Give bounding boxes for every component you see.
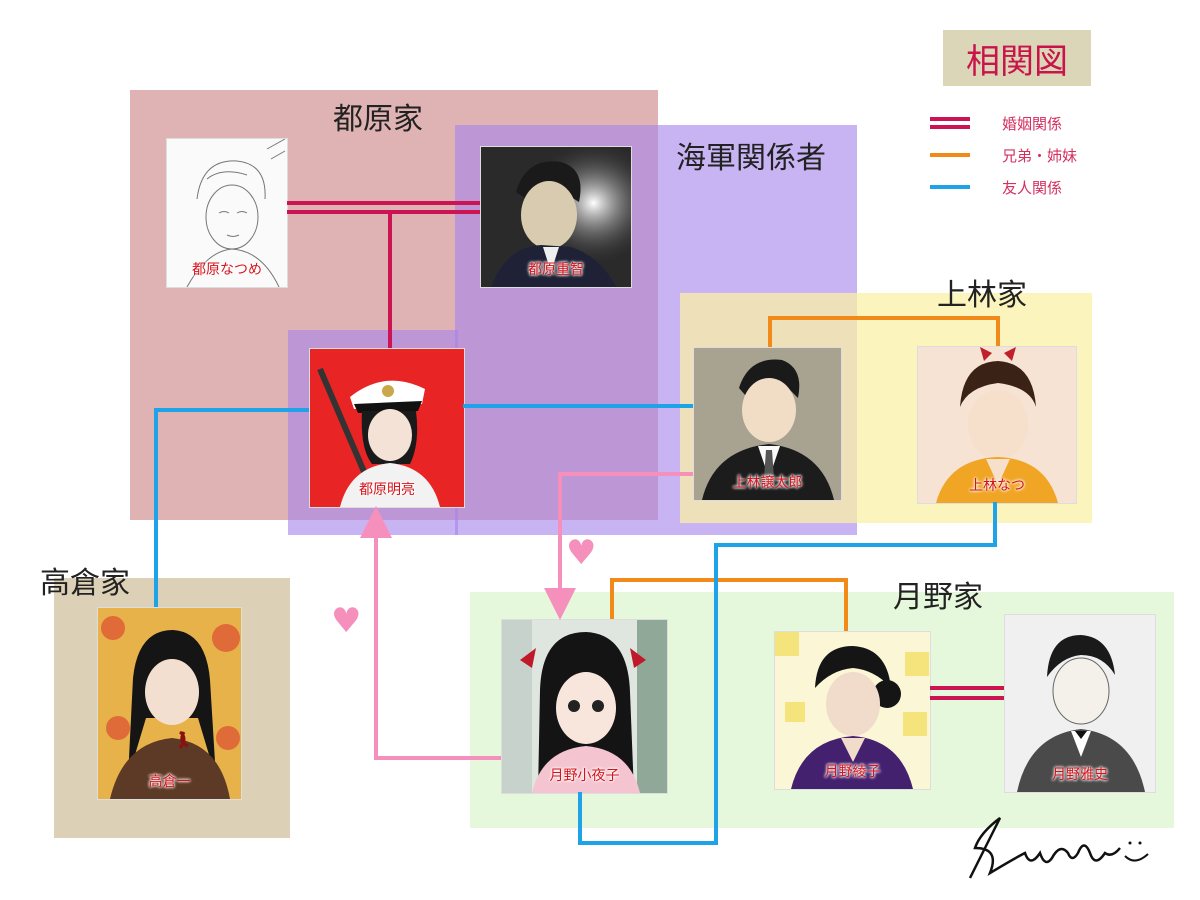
group-label-takakura: 高倉家 [40,566,130,601]
portrait-sayoko[interactable]: 月野小夜子 [501,619,668,794]
love-arrow-jotaro-sayoko [544,472,693,620]
portrait-shigetomo-name: 都原重智 [528,262,584,278]
heart-icon: ♥ [331,601,362,641]
portrait-shigetomo[interactable]: 都原重智 [480,146,632,288]
love-arrow-sayoko-akisuke [360,506,501,760]
hajime-figure [101,616,240,799]
marriage-line-icon [930,117,970,129]
legend-sibling-label: 兄弟・姉妹 [1002,146,1078,165]
friend-line-natsu-sayoko [578,502,997,845]
portrait-masafumi[interactable]: 月野雅史 [1004,614,1156,793]
portrait-natsume-name: 都原なつめ [192,262,262,278]
natsume-sketch [186,139,286,287]
portrait-akisuke[interactable]: 都原明亮 [309,348,465,508]
akisuke-figure [317,367,440,507]
marriage-line-natsume-shigetomo [287,201,480,214]
portrait-hajime[interactable]: 高倉一 [97,607,242,800]
ayako-figure [775,632,929,789]
legend-friend: 友人関係 [930,176,1062,198]
legend-sibling: 兄弟・姉妹 [930,144,1077,166]
signature-logo [968,817,1149,879]
portrait-akisuke-name: 都原明亮 [359,482,415,498]
jotaro-figure [702,359,834,500]
portrait-natsume[interactable]: 都原なつめ [166,138,288,288]
heart-icon: ♥ [566,533,597,573]
group-label-miyakohara: 都原家 [333,102,423,137]
sibling-line-icon [930,153,970,157]
sibling-line-jotaro-natsu [768,316,1000,347]
portrait-hajime-name: 高倉一 [148,774,191,790]
portrait-jotaro-name: 上林譲太郎 [732,475,803,491]
masafumi-figure [1017,635,1145,792]
group-label-navy: 海軍関係者 [676,141,826,176]
group-label-tsukino: 月野家 [893,580,983,615]
marriage-line-ayako-masafumi [930,686,1004,700]
portrait-sayoko-name: 月野小夜子 [549,768,620,784]
portrait-natsu-name: 上林なつ [969,478,1025,494]
group-label-kamibayashi: 上林家 [937,278,1027,313]
legend-marriage: 婚姻関係 [930,112,1062,134]
shigetomo-figure [481,147,631,287]
portrait-natsu[interactable]: 上林なつ [917,346,1077,504]
portrait-masafumi-name: 月野雅史 [1052,767,1108,783]
natsu-figure [936,347,1058,503]
diagram-title: 相関図 [943,30,1091,86]
legend-friend-label: 友人関係 [1002,178,1063,197]
portrait-ayako[interactable]: 月野綾子 [774,631,931,790]
sibling-line-sayoko-ayako [610,578,848,631]
legend-marriage-label: 婚姻関係 [1002,114,1063,133]
portrait-ayako-name: 月野綾子 [824,764,881,780]
friend-line-icon [930,185,970,189]
portrait-jotaro[interactable]: 上林譲太郎 [693,347,842,501]
sayoko-figure [502,620,667,793]
friend-line-akisuke-hajime [154,408,309,607]
